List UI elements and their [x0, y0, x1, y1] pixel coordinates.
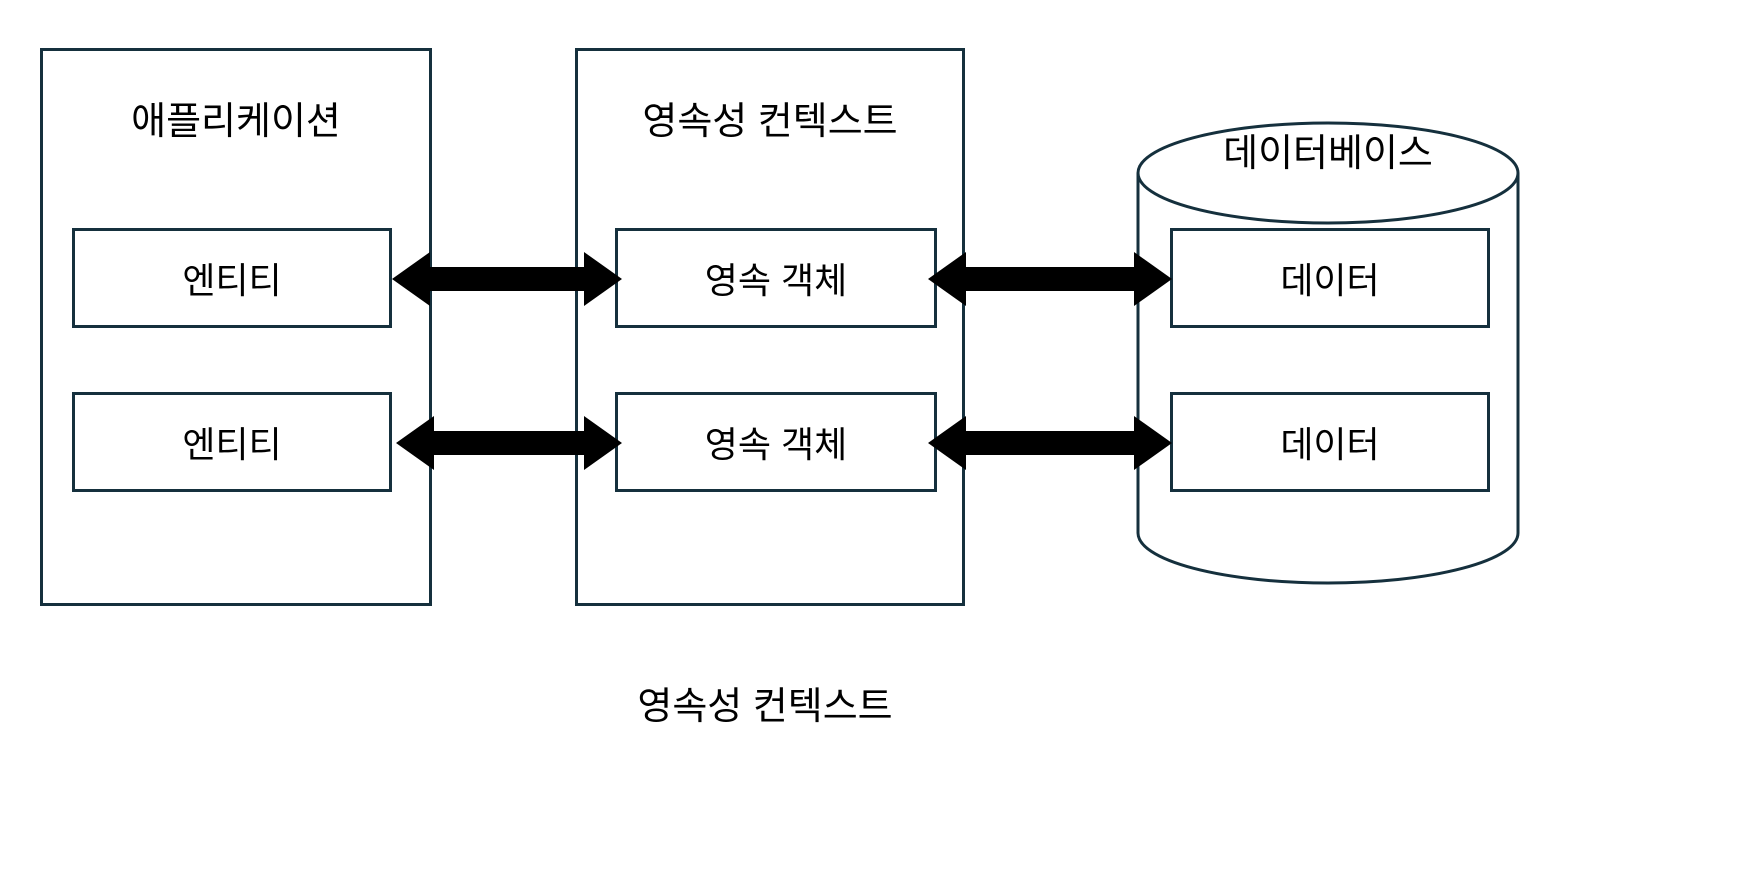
double-arrow-horizontal-icon	[928, 248, 1172, 310]
database-title: 데이터베이스	[1223, 133, 1433, 175]
application-title: 애플리케이션	[131, 101, 341, 143]
database-cylinder	[1135, 118, 1521, 588]
entity-box-2: 엔티티	[72, 392, 392, 492]
double-arrow-horizontal-icon	[396, 412, 622, 474]
persistent-object-box-1: 영속 객체	[615, 228, 937, 328]
persistent-object-box-2: 영속 객체	[615, 392, 937, 492]
double-arrow-horizontal-icon	[928, 412, 1172, 474]
double-arrow-horizontal-icon	[392, 248, 622, 310]
diagram-caption: 영속성 컨텍스트	[637, 686, 893, 728]
data-box-1: 데이터	[1170, 228, 1490, 328]
persistence-context-title: 영속성 컨텍스트	[642, 101, 898, 143]
entity-box-1: 엔티티	[72, 228, 392, 328]
data-box-2: 데이터	[1170, 392, 1490, 492]
